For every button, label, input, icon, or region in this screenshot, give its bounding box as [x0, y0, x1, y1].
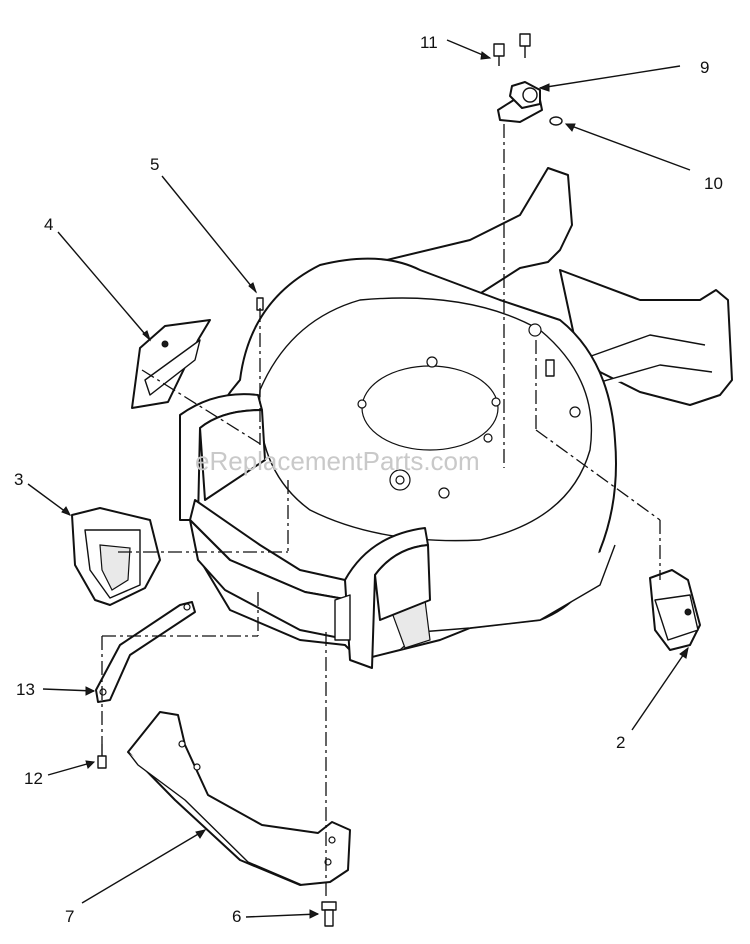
callout-5: 5 [150, 155, 159, 174]
part-6-bolt [321, 901, 337, 927]
bolt-11 [493, 43, 505, 57]
part-13-arm [95, 601, 196, 703]
washer-10 [549, 116, 563, 126]
callout-12: 12 [24, 769, 43, 788]
callout-labels: 11 9 10 5 4 3 13 12 7 6 2 [14, 33, 723, 926]
leader-lines [27, 39, 691, 919]
callout-7: 7 [65, 907, 74, 926]
callout-11: 11 [420, 33, 438, 52]
callout-10: 10 [704, 174, 723, 193]
part-3-chute-plug [71, 507, 161, 606]
callout-6: 6 [232, 907, 241, 926]
deck-mount-hardware [493, 33, 563, 126]
part-4-baffle [131, 319, 211, 409]
callout-4: 4 [44, 215, 53, 234]
callout-3: 3 [14, 470, 23, 489]
watermark-text: eReplacementParts.com [195, 446, 480, 476]
callout-9: 9 [700, 58, 709, 77]
part-7-skid-plate [127, 711, 351, 886]
deck-housing [189, 167, 733, 661]
callout-13: 13 [16, 680, 35, 699]
assembly-centerlines [101, 124, 661, 900]
part-2-block [649, 569, 701, 651]
callout-2: 2 [616, 733, 625, 752]
spindle-opening [361, 365, 499, 451]
part-12-screw [97, 744, 107, 769]
front-bumper [179, 393, 431, 669]
